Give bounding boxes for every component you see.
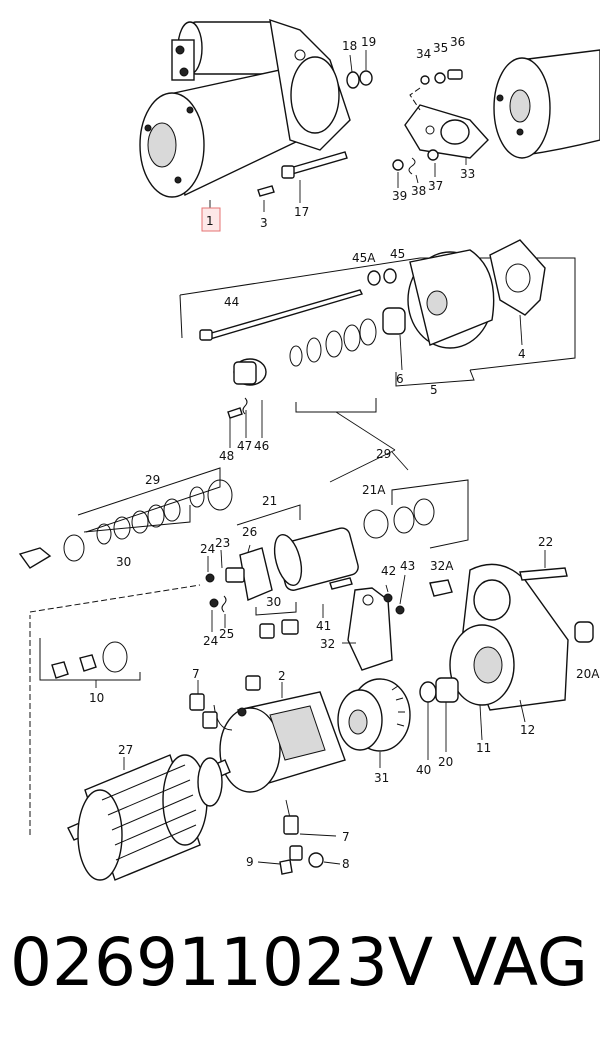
- drive-pinion: [337, 678, 411, 768]
- callout-20[interactable]: 20: [438, 755, 453, 769]
- callout-44[interactable]: 44: [224, 295, 239, 309]
- callout-25[interactable]: 25: [219, 627, 234, 641]
- callout-31[interactable]: 31: [374, 771, 389, 785]
- callout-46[interactable]: 46: [254, 439, 269, 453]
- callout-labels: 1 3 17 18 19 34 35 36 33 39 38 37 45A 45…: [89, 35, 600, 871]
- callout-12[interactable]: 12: [520, 723, 535, 737]
- callout-35[interactable]: 35: [433, 41, 448, 55]
- callout-32a[interactable]: 32A: [430, 559, 454, 573]
- callout-10[interactable]: 10: [89, 691, 104, 705]
- callout-24-upper[interactable]: 24: [200, 542, 215, 556]
- callout-11[interactable]: 11: [476, 741, 491, 755]
- brand-label: VAG: [452, 924, 589, 1001]
- callout-6[interactable]: 6: [396, 372, 404, 386]
- callout-9[interactable]: 9: [246, 855, 254, 869]
- callout-18[interactable]: 18: [342, 39, 357, 53]
- callout-21[interactable]: 21: [262, 494, 277, 508]
- callout-22[interactable]: 22: [538, 535, 553, 549]
- callout-48[interactable]: 48: [219, 449, 234, 463]
- callout-23[interactable]: 23: [215, 536, 230, 550]
- callout-34[interactable]: 34: [416, 47, 431, 61]
- callout-29-upper[interactable]: 29: [376, 447, 391, 461]
- callout-24-lower[interactable]: 24: [203, 634, 218, 648]
- exploded-parts-diagram: 1 3 17 18 19 34 35 36 33 39 38 37 45A 45…: [18, 18, 600, 881]
- callout-17[interactable]: 17: [294, 205, 309, 219]
- callout-2[interactable]: 2: [278, 669, 286, 683]
- part-number: 026911023V: [10, 924, 434, 1001]
- callout-37[interactable]: 37: [428, 179, 443, 193]
- callout-21a[interactable]: 21A: [362, 483, 386, 497]
- callout-45[interactable]: 45: [390, 247, 405, 261]
- callout-47[interactable]: 47: [237, 439, 252, 453]
- commutator-end-group: [179, 239, 576, 483]
- callout-33[interactable]: 33: [460, 167, 475, 181]
- callout-32[interactable]: 32: [320, 637, 335, 651]
- callout-26[interactable]: 26: [242, 525, 257, 539]
- callout-29-lower[interactable]: 29: [145, 473, 160, 487]
- small-parts-kit: [39, 638, 141, 688]
- callout-36[interactable]: 36: [450, 35, 465, 49]
- callout-43[interactable]: 43: [400, 559, 415, 573]
- callout-7-upper[interactable]: 7: [192, 667, 200, 681]
- callout-3[interactable]: 3: [260, 216, 268, 230]
- callout-20a[interactable]: 20A: [576, 667, 600, 681]
- callout-5[interactable]: 5: [430, 383, 438, 397]
- callout-45a[interactable]: 45A: [352, 251, 376, 265]
- callout-42[interactable]: 42: [381, 564, 396, 578]
- callout-30-left[interactable]: 30: [116, 555, 131, 569]
- callout-30-middle[interactable]: 30: [266, 595, 281, 609]
- callout-19[interactable]: 19: [361, 35, 376, 49]
- callout-41[interactable]: 41: [316, 619, 331, 633]
- starter-motor-assembly: [139, 18, 373, 212]
- callout-1[interactable]: 1: [206, 214, 214, 228]
- callout-7-lower[interactable]: 7: [342, 830, 350, 844]
- drive-end-housing: [419, 550, 594, 760]
- callout-40[interactable]: 40: [416, 763, 431, 777]
- callout-27[interactable]: 27: [118, 743, 133, 757]
- armature: [29, 615, 231, 881]
- brush-parts: [257, 815, 341, 875]
- callout-38[interactable]: 38: [411, 184, 426, 198]
- flywheel-housing: [493, 49, 600, 159]
- mounting-bracket-assembly: [392, 69, 489, 188]
- callout-39[interactable]: 39: [392, 189, 407, 203]
- solenoid-group: [18, 467, 469, 671]
- callout-4[interactable]: 4: [518, 347, 526, 361]
- callout-8[interactable]: 8: [342, 857, 350, 871]
- field-frame: [189, 675, 346, 819]
- callout-1-highlight: [201, 207, 221, 232]
